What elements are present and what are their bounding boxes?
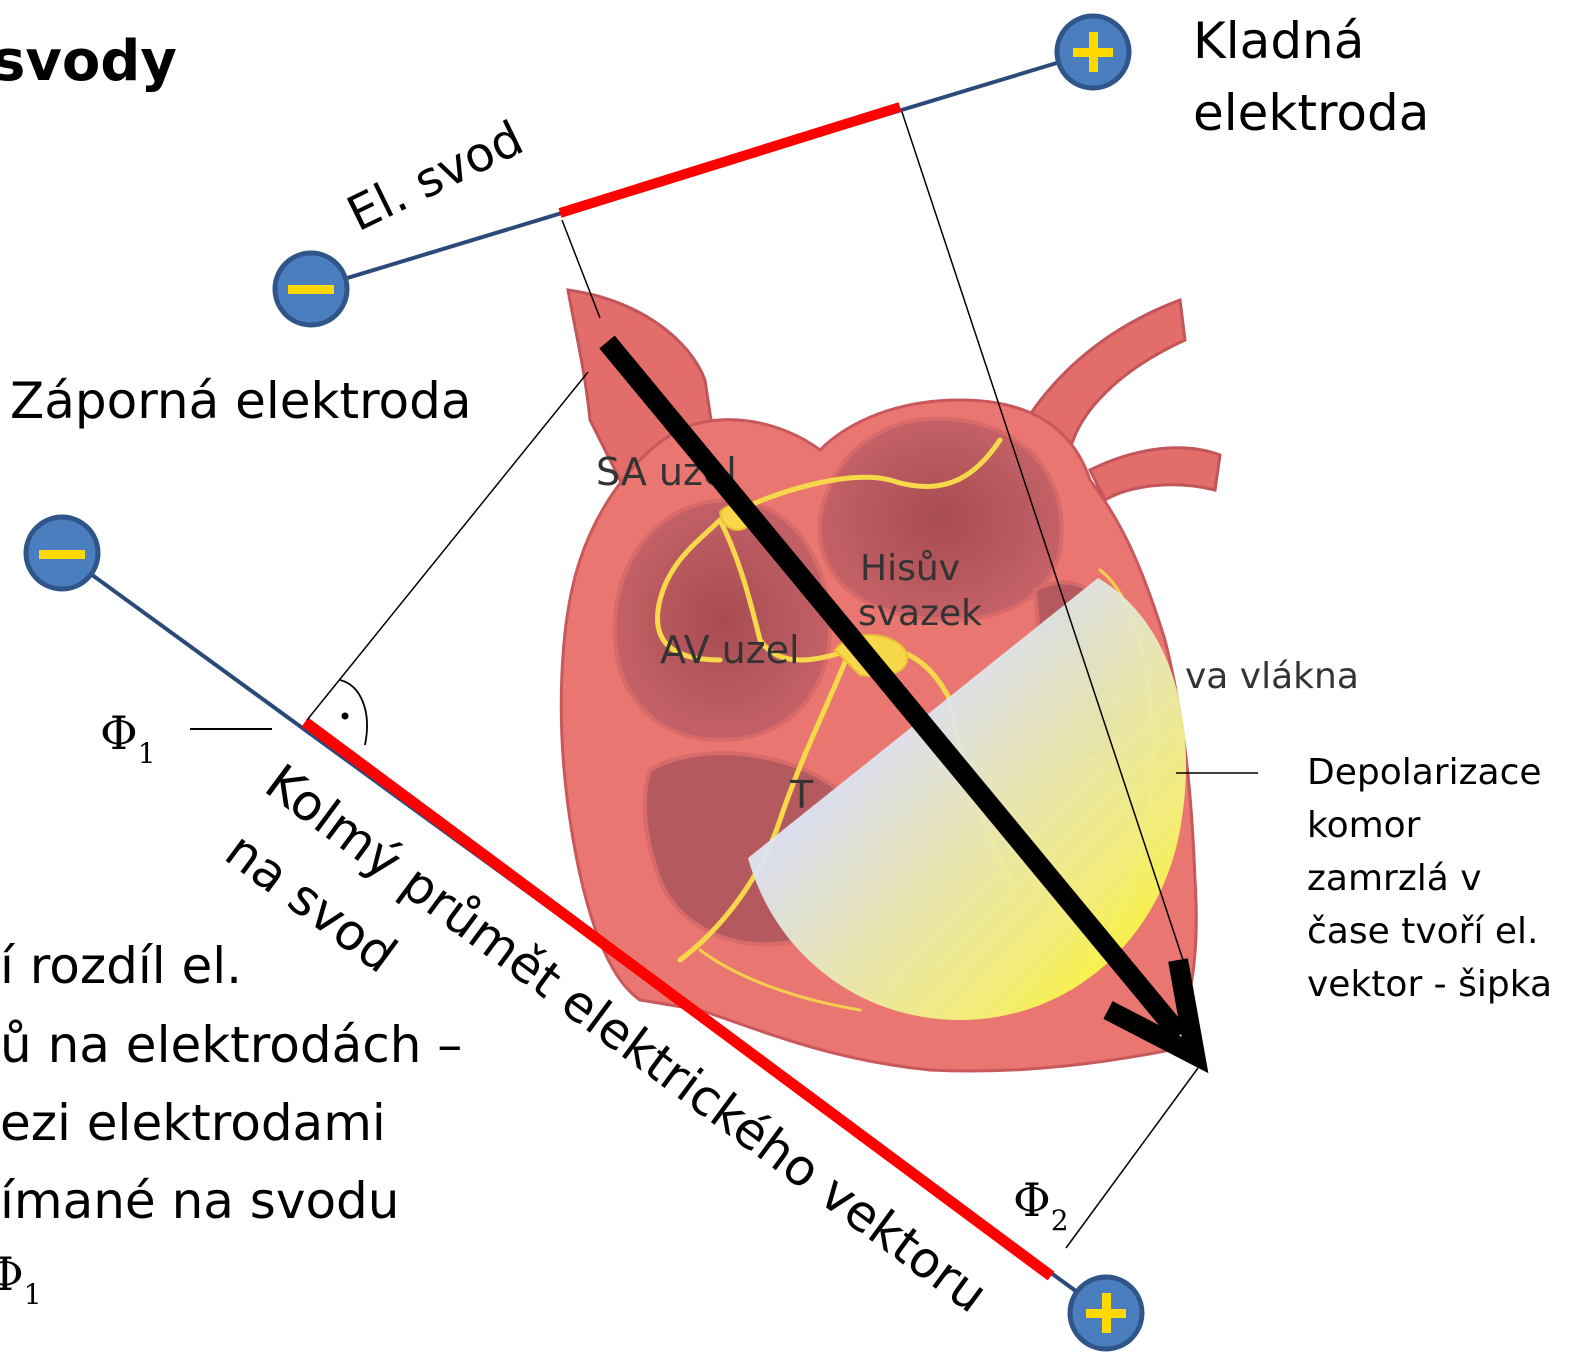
- phi1-symbol: Φ1: [100, 706, 156, 770]
- guide-bottom-right: [1066, 1068, 1198, 1248]
- minus-icon: [288, 285, 334, 294]
- left-text-line: ezi elektrodami: [0, 1094, 386, 1152]
- right-angle-dot: [342, 713, 349, 720]
- av-node-label: AV uzel: [660, 628, 800, 672]
- negative-electrode-label: Záporná elektroda: [10, 372, 472, 430]
- positive-electrode-label-line1: Kladná: [1193, 12, 1364, 70]
- phi2-symbol: Φ2: [1013, 1173, 1069, 1237]
- right-atrium-chamber: [615, 500, 830, 740]
- electrode-top-positive: [1057, 16, 1129, 88]
- phi2-letter: Φ: [1013, 1173, 1051, 1227]
- top-lead-label: El. svod: [339, 110, 532, 242]
- left-text-line: ímané na svodu: [0, 1172, 399, 1230]
- top-lead: El. svod Záporná elektroda Kladná elektr…: [10, 12, 1429, 430]
- depolarization-note-line: komor: [1307, 805, 1421, 846]
- left-text-line: ů na elektrodách –: [0, 1016, 462, 1074]
- left-text-phi: Φ1: [0, 1247, 42, 1311]
- left-phi-subscript: 1: [24, 1278, 42, 1311]
- right-angle-arc: [340, 680, 367, 745]
- depolarization-note-line: čase tvoří el.: [1307, 911, 1539, 952]
- depolarization-note-line: zamrzlá v: [1307, 858, 1482, 899]
- plus-icon-vertical: [1089, 32, 1098, 72]
- left-phi-letter: Φ: [0, 1247, 24, 1301]
- phi1-letter: Φ: [100, 706, 138, 760]
- electrode-bottom-negative: [26, 517, 98, 589]
- top-lead-projection: [560, 107, 900, 213]
- positive-electrode-label-line2: elektroda: [1193, 84, 1429, 142]
- left-explanation-text: í rozdíl el. ů na elektrodách – ezi elek…: [0, 937, 462, 1311]
- depolarization-note-line: vektor - šipka: [1307, 964, 1552, 1005]
- electrode-top-negative: [275, 253, 347, 325]
- depolarization-note: Depolarizace komor zamrzlá v čase tvoří …: [1176, 752, 1552, 1005]
- his-bundle-label-line2: svazek: [858, 593, 982, 634]
- left-atrium-chamber: [820, 418, 1062, 620]
- phi1-subscript: 1: [138, 737, 156, 770]
- left-text-line: í rozdíl el.: [0, 937, 242, 995]
- electrode-bottom-positive: [1070, 1277, 1142, 1349]
- page-title-fragment: svody: [0, 29, 177, 94]
- minus-icon: [39, 550, 85, 559]
- his-bundle-label-line1: Hisův: [860, 548, 960, 589]
- purkinje-fibers-label: va vlákna: [1185, 656, 1359, 697]
- plus-icon-vertical: [1102, 1293, 1111, 1333]
- depolarization-note-line: Depolarizace: [1307, 752, 1542, 793]
- phi2-subscript: 2: [1051, 1204, 1069, 1237]
- pulmonary-vein: [1090, 448, 1220, 500]
